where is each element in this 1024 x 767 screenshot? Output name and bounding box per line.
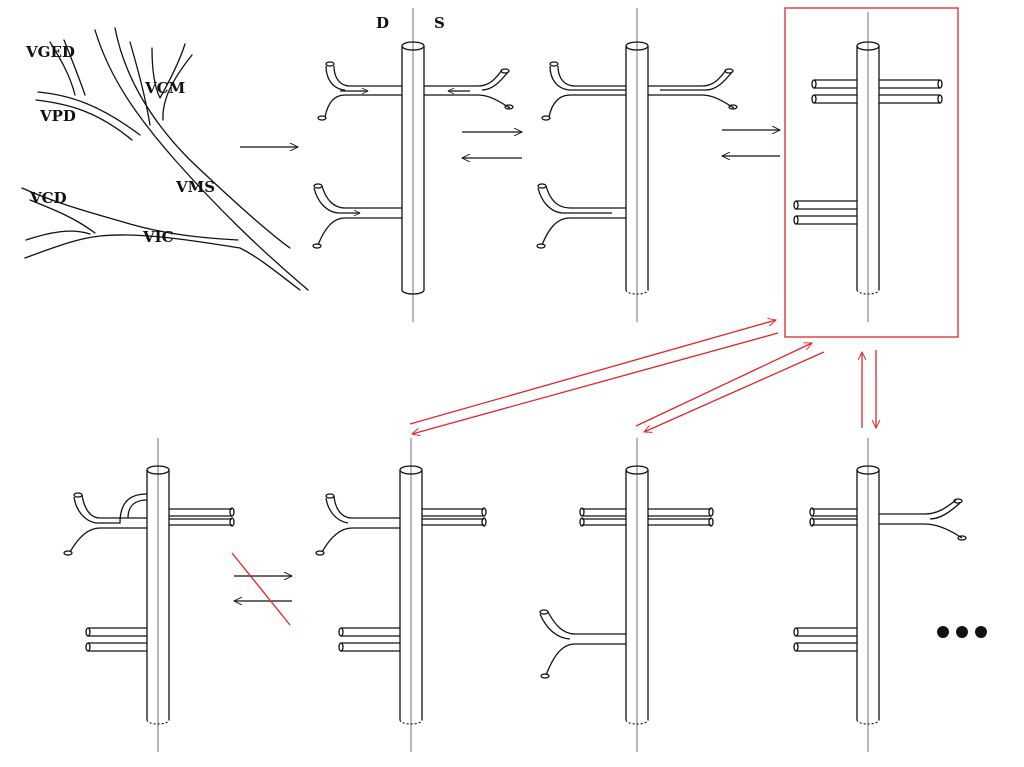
configuration-5 (315, 438, 487, 752)
configuration-4 (63, 438, 235, 752)
label-d: D (376, 14, 389, 32)
label-vcd: VCD (29, 189, 67, 207)
label-vged: VGED (25, 43, 75, 61)
vic-vessel (21, 187, 239, 241)
red-arrow-from-highlight-2 (644, 351, 825, 432)
highlight-box (784, 7, 959, 338)
label-vcm: VCM (144, 79, 185, 97)
configuration-1: D S (312, 8, 514, 322)
vcm-vessel (129, 41, 151, 126)
red-arrow-to-highlight-2 (635, 343, 812, 427)
vms-vessel-upper (94, 29, 309, 291)
configuration-7 (793, 438, 967, 752)
red-transition-arrows (409, 320, 876, 434)
label-vic: VIC (142, 228, 174, 246)
blocked-transition-arrows (231, 552, 292, 626)
configuration-3 (793, 12, 943, 322)
label-vms: VMS (175, 178, 215, 196)
label-s: S (434, 14, 445, 32)
vpd-vessel (37, 91, 141, 136)
crossed-out-line (231, 552, 291, 626)
vged-vessel (49, 41, 76, 96)
ellipsis-icon (937, 626, 987, 638)
anatomy-sketch: VGED VCM VPD VMS VCD VIC (21, 27, 309, 291)
red-arrow-to-highlight-1 (409, 320, 776, 425)
configuration-2 (536, 8, 738, 322)
label-vpd: VPD (39, 107, 76, 125)
configuration-6 (539, 438, 714, 752)
red-arrow-from-highlight-1 (412, 332, 779, 434)
